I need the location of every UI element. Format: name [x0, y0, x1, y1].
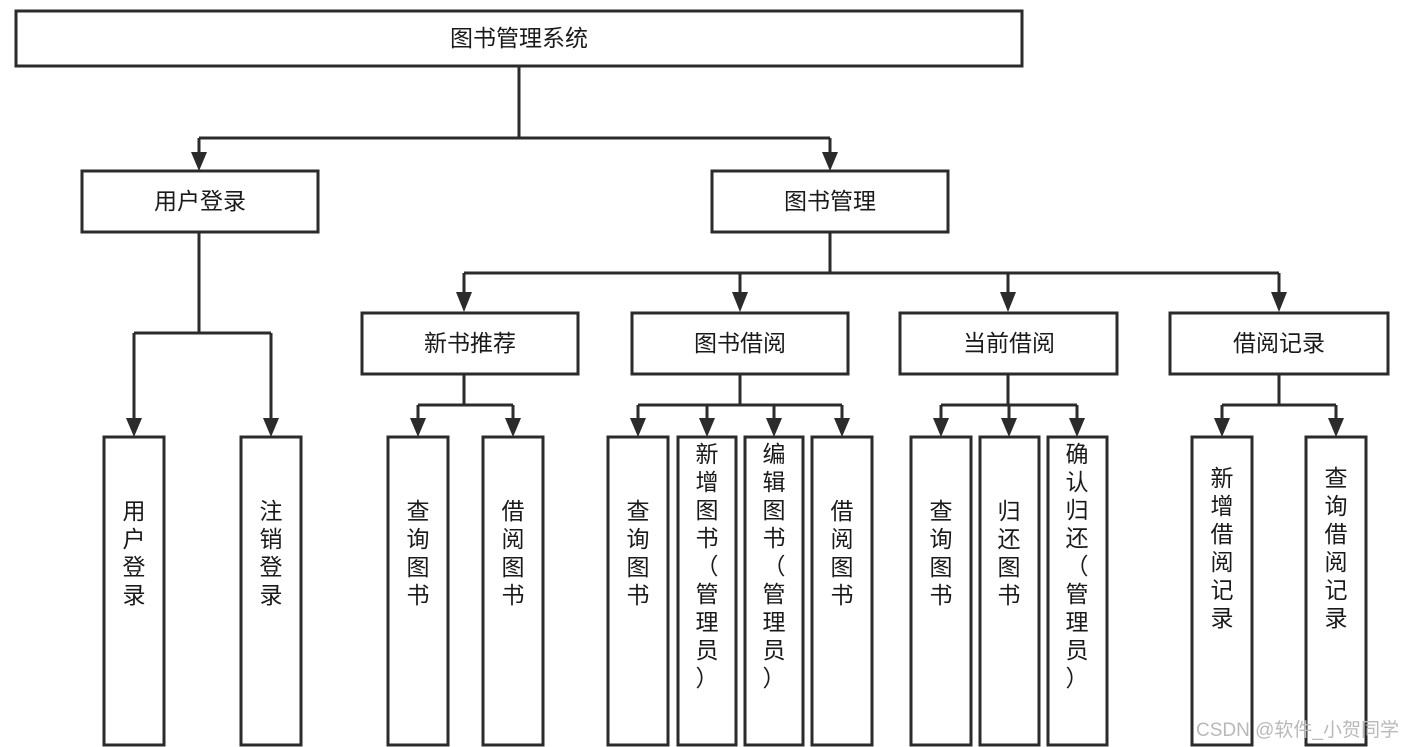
node-leaf-logout-box[interactable]: [239, 435, 303, 747]
node-leaf-edit-book[interactable]: 编辑图书（管理员）: [743, 435, 805, 747]
node-user-login[interactable]: 用户登录: [80, 169, 320, 234]
arrow-leaf-add-book: [699, 418, 715, 437]
arrow-leaf-query-record: [1328, 418, 1344, 437]
arrow-leaf-query-book-2: [630, 418, 646, 437]
node-borrow-record[interactable]: 借阅记录: [1168, 311, 1390, 376]
node-root[interactable]: 图书管理系统: [14, 9, 1024, 68]
arrow-to-current-borrow: [1000, 292, 1016, 312]
node-leaf-confirm-return-label: 确认归还（管理员）: [1066, 441, 1089, 691]
node-user-login-label: 用户登录: [154, 188, 246, 214]
node-current-borrow[interactable]: 当前借阅: [898, 311, 1119, 376]
node-leaf-query-book-1[interactable]: 查询图书: [386, 435, 450, 747]
node-leaf-query-book-2-box[interactable]: [606, 435, 670, 747]
arrow-to-borrow-record: [1271, 292, 1287, 312]
arrow-leaf-add-record: [1214, 418, 1230, 437]
node-book-manage-label: 图书管理: [784, 188, 876, 214]
arrow-leaf-logout: [263, 418, 279, 437]
node-leaf-add-record[interactable]: 新增借阅记录: [1190, 435, 1254, 747]
node-borrow-record-box[interactable]: [1168, 311, 1390, 376]
node-leaf-query-book-3-label: 查询图书: [930, 498, 953, 608]
node-leaf-query-book-2[interactable]: 查询图书: [606, 435, 670, 747]
node-leaf-query-book-2-label: 查询图书: [627, 498, 650, 608]
node-leaf-confirm-return-box[interactable]: [1046, 435, 1109, 747]
arrow-leaf-borrow-book-1: [505, 418, 521, 437]
node-borrow-record-label: 借阅记录: [1233, 330, 1325, 356]
node-leaf-logout-label: 注销登录: [260, 498, 283, 608]
node-book-manage[interactable]: 图书管理: [710, 169, 950, 234]
node-leaf-query-book-1-box[interactable]: [386, 435, 450, 747]
node-leaf-borrow-book-1-box[interactable]: [481, 435, 545, 747]
node-leaf-borrow-book-1[interactable]: 借阅图书: [481, 435, 545, 747]
node-leaf-query-book-3-box[interactable]: [909, 435, 973, 747]
node-leaf-return-book-box[interactable]: [978, 435, 1041, 747]
node-leaf-add-book[interactable]: 新增图书（管理员）: [676, 435, 738, 747]
node-leaf-borrow-book-2-label: 借阅图书: [831, 498, 854, 608]
node-leaf-logout[interactable]: 注销登录: [239, 435, 303, 747]
node-leaf-query-book-3[interactable]: 查询图书: [909, 435, 973, 747]
node-leaf-query-record-box[interactable]: [1304, 435, 1368, 747]
node-new-book-rec-label: 新书推荐: [424, 330, 516, 356]
arrow-leaf-return-book: [1001, 418, 1017, 437]
node-book-borrow[interactable]: 图书借阅: [630, 311, 850, 376]
node-leaf-borrow-book-2[interactable]: 借阅图书: [810, 435, 874, 747]
arrow-leaf-edit-book: [766, 418, 782, 437]
node-leaf-borrow-book-2-box[interactable]: [810, 435, 874, 747]
arrow-leaf-query-book-3: [933, 418, 949, 437]
node-leaf-query-record-label: 查询借阅记录: [1325, 465, 1348, 631]
arrow-leaf-query-book-1: [410, 418, 426, 437]
node-leaf-add-book-label: 新增图书（管理员）: [696, 441, 719, 691]
node-leaf-user-login-label: 用户登录: [123, 498, 146, 608]
node-new-book-rec-box[interactable]: [360, 311, 580, 376]
node-leaf-query-book-1-label: 查询图书: [407, 498, 430, 608]
node-root-label: 图书管理系统: [450, 25, 588, 51]
node-root-box[interactable]: [14, 9, 1024, 68]
node-book-borrow-label: 图书借阅: [694, 330, 786, 356]
arrow-to-new-book-rec: [456, 292, 472, 312]
node-leaf-edit-book-label: 编辑图书（管理员）: [763, 441, 786, 691]
arrow-to-book-manage: [822, 152, 838, 171]
arrow-leaf-borrow-book-2: [834, 418, 850, 437]
node-current-borrow-label: 当前借阅: [963, 330, 1055, 356]
node-current-borrow-box[interactable]: [898, 311, 1119, 376]
node-book-borrow-box[interactable]: [630, 311, 850, 376]
node-leaf-query-record[interactable]: 查询借阅记录: [1304, 435, 1368, 747]
node-leaf-return-book-label: 归还图书: [998, 498, 1021, 608]
node-leaf-edit-book-box[interactable]: [743, 435, 805, 747]
connector-layer: [126, 66, 1344, 437]
node-book-manage-box[interactable]: [710, 169, 950, 234]
node-leaf-add-record-box[interactable]: [1190, 435, 1254, 747]
node-leaf-add-record-label: 新增借阅记录: [1211, 465, 1234, 631]
arrow-to-user-login: [191, 152, 207, 171]
node-leaf-user-login-box[interactable]: [102, 435, 166, 747]
node-leaf-add-book-box[interactable]: [676, 435, 738, 747]
node-user-login-box[interactable]: [80, 169, 320, 234]
node-leaf-borrow-book-1-label: 借阅图书: [502, 498, 525, 608]
arrow-leaf-user-login: [126, 418, 142, 437]
node-leaf-confirm-return[interactable]: 确认归还（管理员）: [1046, 435, 1109, 747]
arrow-to-book-borrow: [732, 292, 748, 312]
arrow-leaf-confirm-return: [1069, 418, 1085, 437]
csdn-watermark: CSDN @软件_小贺同学: [1196, 719, 1399, 741]
node-new-book-rec[interactable]: 新书推荐: [360, 311, 580, 376]
node-leaf-return-book[interactable]: 归还图书: [978, 435, 1041, 747]
node-leaf-user-login[interactable]: 用户登录: [102, 435, 166, 747]
